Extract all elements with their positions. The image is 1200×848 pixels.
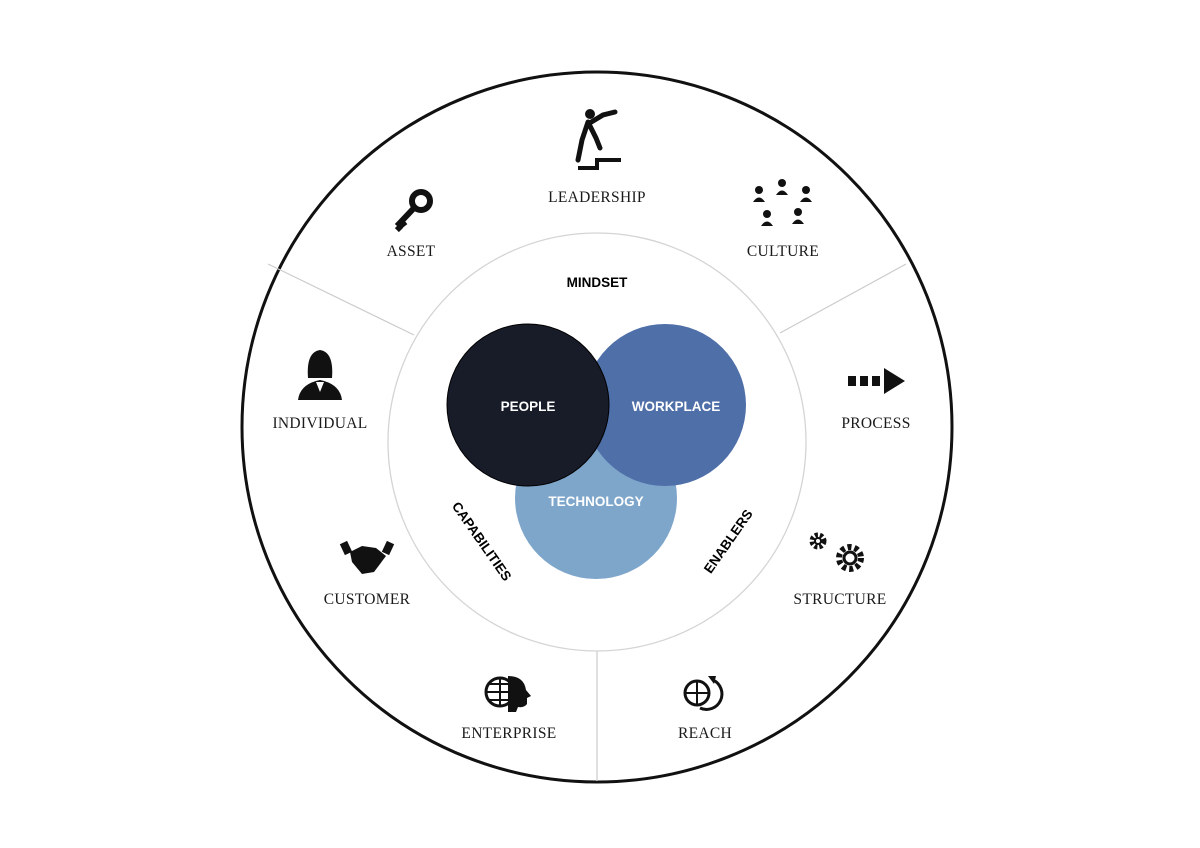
person-icon — [298, 350, 342, 400]
label-asset: ASSET — [387, 243, 436, 260]
venn-label-people: PEOPLE — [501, 399, 556, 414]
key-icon — [394, 189, 433, 233]
venn-circle-workplace — [584, 324, 746, 486]
divider — [267, 263, 415, 336]
divider — [779, 263, 907, 334]
venn-label-technology: TECHNOLOGY — [548, 494, 643, 509]
group-icon — [753, 179, 812, 226]
venn-label-workplace: WORKPLACE — [632, 399, 721, 414]
label-culture: CULTURE — [747, 243, 819, 260]
arrow-right-icon — [848, 368, 905, 394]
globe-refresh-icon — [683, 676, 724, 711]
label-structure: STRUCTURE — [793, 591, 886, 608]
handshake-icon — [339, 540, 395, 574]
label-process: PROCESS — [841, 415, 910, 432]
globe-head-icon — [484, 676, 531, 712]
gears-icon — [809, 532, 864, 572]
venn-circle-people — [446, 323, 610, 487]
label-individual: INDIVIDUAL — [272, 415, 367, 432]
label-leadership: LEADERSHIP — [548, 189, 646, 206]
label-enterprise: ENTERPRISE — [461, 725, 556, 742]
inner-label-mindset: MINDSET — [567, 275, 629, 290]
label-customer: CUSTOMER — [324, 591, 411, 608]
climbing-stairs-icon — [575, 109, 621, 170]
label-reach: REACH — [678, 725, 732, 742]
